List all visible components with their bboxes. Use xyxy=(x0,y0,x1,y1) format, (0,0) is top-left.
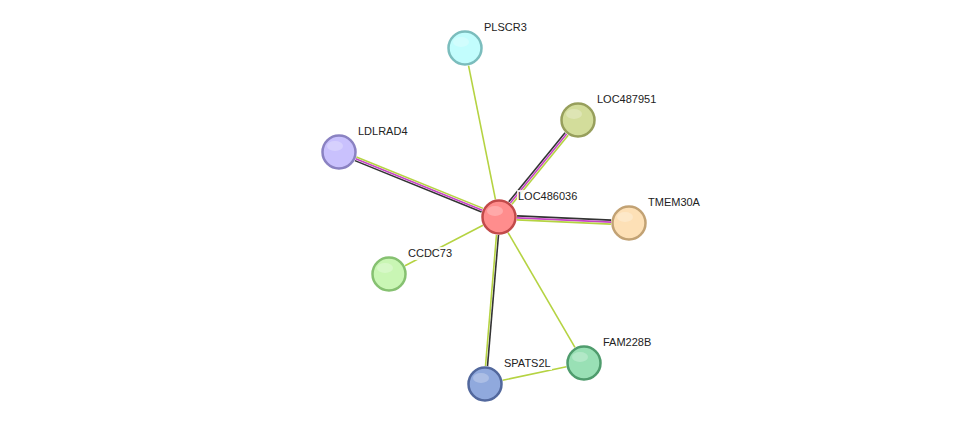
edge-strand xyxy=(517,220,611,224)
edge-strand xyxy=(488,235,499,366)
interaction-edge xyxy=(405,225,483,265)
node-label: PLSCR3 xyxy=(483,21,528,34)
edge-strand xyxy=(405,225,483,265)
node-circle xyxy=(611,205,647,241)
node-label: LOC486036 xyxy=(517,190,578,203)
protein-node: LOC487951 xyxy=(560,102,596,138)
node-label: SPATS2L xyxy=(503,357,552,370)
protein-node: FAM228B xyxy=(566,345,602,381)
node-highlight xyxy=(572,352,588,362)
node-highlight xyxy=(327,141,343,151)
node-circle xyxy=(371,256,407,292)
edge-strand xyxy=(508,233,575,348)
node-highlight xyxy=(487,206,503,216)
node-circle xyxy=(467,366,503,402)
node-highlight xyxy=(566,109,582,119)
node-label: LDLRAD4 xyxy=(357,125,409,138)
interaction-edge xyxy=(517,216,611,224)
interaction-edge xyxy=(355,157,483,212)
node-highlight xyxy=(617,212,633,222)
node-highlight xyxy=(473,373,489,383)
node-label: TMEM30A xyxy=(647,196,701,209)
edge-strand xyxy=(486,235,497,366)
edge-strand xyxy=(355,161,482,212)
edge-strand xyxy=(356,157,483,208)
interaction-edge xyxy=(469,66,496,200)
protein-node: LOC486036 xyxy=(481,199,517,235)
node-disc xyxy=(323,136,356,169)
protein-node: SPATS2L xyxy=(467,366,503,402)
node-disc xyxy=(483,201,516,234)
protein-node: TMEM30A xyxy=(611,205,647,241)
node-circle xyxy=(481,199,517,235)
protein-node: CCDC73 xyxy=(371,256,407,292)
node-circle xyxy=(447,30,483,66)
node-disc xyxy=(469,368,502,401)
node-disc xyxy=(562,104,595,137)
edge-strand xyxy=(356,159,483,210)
node-disc xyxy=(568,347,601,380)
node-label: LOC487951 xyxy=(596,93,657,106)
node-highlight xyxy=(377,263,393,273)
edge-strand xyxy=(469,66,496,200)
interaction-edge xyxy=(508,233,575,348)
node-label: FAM228B xyxy=(602,336,652,349)
node-circle xyxy=(560,102,596,138)
interaction-edge xyxy=(486,235,499,366)
protein-node: PLSCR3 xyxy=(447,30,483,66)
node-disc xyxy=(449,32,482,65)
node-disc xyxy=(613,207,646,240)
node-disc xyxy=(373,258,406,291)
node-highlight xyxy=(453,37,469,47)
protein-node: LDLRAD4 xyxy=(321,134,357,170)
node-circle xyxy=(321,134,357,170)
node-label: CCDC73 xyxy=(407,247,453,260)
node-circle xyxy=(566,345,602,381)
